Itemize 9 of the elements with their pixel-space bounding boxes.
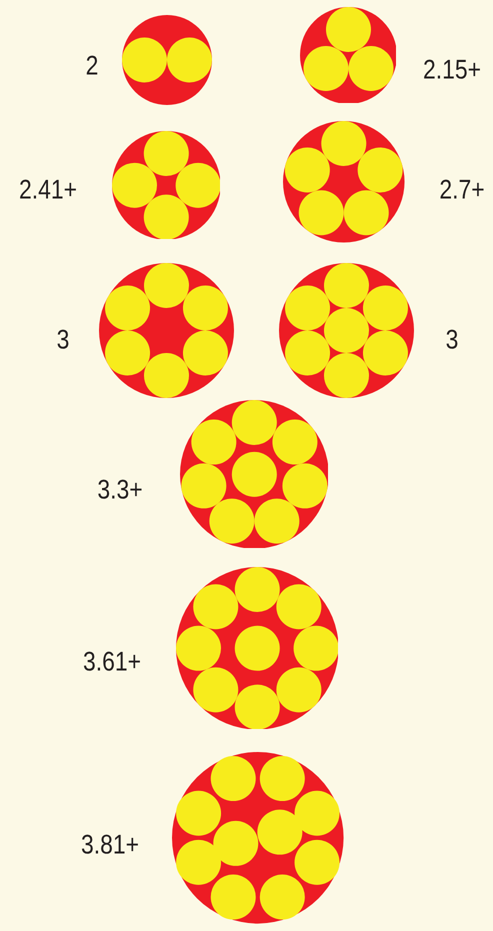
ratio-label: 3.61+ [82, 648, 142, 676]
ratio-label: 2.15+ [422, 56, 482, 84]
ratio-label: 3.81+ [80, 832, 140, 858]
ratio-label: 3 [56, 326, 70, 354]
ratio-label: 2.41+ [18, 176, 78, 204]
ratio-label: 3.3+ [97, 476, 143, 504]
ratio-label: 2.7+ [439, 176, 485, 204]
ratio-label: 2 [86, 52, 98, 80]
ratio-label: 3 [446, 326, 458, 354]
